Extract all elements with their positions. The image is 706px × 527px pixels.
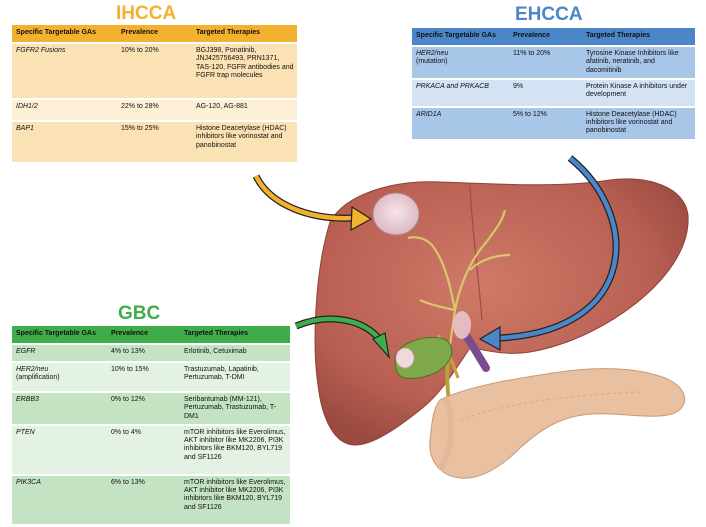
header-prevalence: Prevalence — [111, 330, 148, 337]
table-row: PTEN 0% to 4% mTOR inhibitors like Evero… — [12, 425, 290, 474]
therapy-cell: Histone Deacetylase (HDAC) inhibitors li… — [196, 125, 287, 149]
pancreas-shape — [429, 368, 686, 479]
ehcca-tumor — [453, 311, 471, 339]
prevalence-cell: 10% to 20% — [121, 47, 159, 54]
header-therapies: Targeted Therapies — [184, 330, 249, 337]
gbc-header-row: Specific Targetable GAs Prevalence Targe… — [12, 326, 290, 343]
gene-name: HER2/neu — [16, 366, 49, 373]
gene-cell: HER2/neu (amplification) — [12, 363, 107, 391]
ihcca-arrowhead — [350, 205, 373, 232]
bile-ducts — [407, 209, 511, 361]
ihcca-arrow-fill — [253, 174, 353, 221]
prevalence-cell: 6% to 13% — [111, 478, 145, 486]
prevalence-cell: 10% to 15% — [111, 366, 149, 373]
table-row: EGFR 4% to 13% Erlotinib, Cetuximab — [12, 345, 290, 361]
prevalence-cell: 4% to 13% — [111, 348, 145, 355]
header-gene: Specific Targetable GAs — [16, 330, 97, 337]
gene-cell: ARID1A — [416, 110, 442, 118]
gbc-tumor — [395, 347, 415, 369]
gene-cell: PIK3CA — [16, 478, 41, 486]
gene-note: (amplification) — [16, 374, 60, 382]
gene-cell: HER2/neu (mutation) — [412, 47, 509, 78]
ehcca-header-row: Specific Targetable GAs Prevalence Targe… — [412, 28, 695, 45]
gene-cell: EGFR — [16, 348, 36, 355]
table-row: PRKACA and PRKACB 9% Protein Kinase A in… — [412, 79, 695, 106]
table-row: HER2/neu (mutation) 11% to 20% Tyrosine … — [412, 47, 695, 78]
therapy-cell: BGJ398, Ponatinib, JNJ425756493, PRN1371… — [196, 47, 294, 79]
gbc-arrow-fill — [295, 316, 382, 342]
prevalence-cell: 11% to 20% — [513, 50, 551, 57]
gbc-arrowhead — [372, 332, 390, 359]
header-therapies: Targeted Therapies — [196, 29, 261, 36]
table-row: FGFR2 Fusions 10% to 20% BGJ398, Ponatin… — [12, 44, 297, 98]
gallbladder-shape — [394, 336, 453, 379]
gene-cell: FGFR2 Fusions — [16, 47, 66, 54]
therapy-cell: Histone Deacetylase (HDAC) inhibitors li… — [586, 110, 677, 135]
table-row: IDH1/2 22% to 28% AG-120, AG-881 — [12, 100, 297, 120]
prevalence-cell: 0% to 12% — [111, 396, 145, 403]
ehcca-table: Specific Targetable GAs Prevalence Targe… — [412, 26, 695, 141]
gbc-title: GBC — [118, 303, 161, 324]
therapy-cell: AG-120, AG-881 — [196, 103, 248, 110]
ihcca-table: Specific Targetable GAs Prevalence Targe… — [12, 23, 297, 164]
ehcca-arrow-fill — [499, 156, 619, 341]
therapy-cell: mTOR inhibitors like Everolimus, AKT inh… — [184, 428, 286, 461]
gene-note: (mutation) — [416, 58, 448, 66]
gene-cell: BAP1 — [16, 125, 34, 132]
therapy-cell: mTOR inhibitors like Everolimus, AKT inh… — [184, 478, 286, 511]
duodenum — [437, 396, 454, 472]
ehcca-title: EHCCA — [515, 4, 583, 25]
gene-name: HER2/neu — [416, 50, 449, 57]
prevalence-cell: 5% to 12% — [513, 110, 547, 118]
ehcca-arrowhead — [478, 325, 501, 352]
header-therapies: Targeted Therapies — [586, 32, 651, 39]
prevalence-cell: 0% to 4% — [111, 428, 141, 436]
therapy-cell: Seribantumab (MM-121), Pertuzumab, Trast… — [184, 396, 277, 420]
header-prevalence: Prevalence — [121, 29, 158, 36]
therapy-cell: Tyrosine Kinase Inhibitors like afatinib… — [586, 50, 679, 74]
falciform-ligament — [469, 184, 483, 321]
therapy-cell: Protein Kinase A inhibitors under develo… — [586, 82, 688, 98]
gene-cell: PRKACA and PRKACB — [416, 82, 489, 90]
header-gene: Specific Targetable GAs — [16, 29, 97, 36]
ihcca-title: IHCCA — [116, 3, 177, 24]
gene-cell: IDH1/2 — [16, 103, 38, 110]
portal-vein — [462, 331, 490, 372]
ihcca-header-row: Specific Targetable GAs Prevalence Targe… — [12, 25, 297, 42]
header-gene: Specific Targetable GAs — [416, 32, 497, 39]
gene-cell: PTEN — [16, 428, 35, 436]
prevalence-cell: 22% to 28% — [121, 103, 159, 110]
gene-cell: ERBB3 — [16, 396, 39, 403]
ihcca-tumor — [372, 192, 420, 236]
table-row: PIK3CA 6% to 13% mTOR inhibitors like Ev… — [12, 475, 290, 524]
prevalence-cell: 9% — [513, 82, 524, 90]
table-row: HER2/neu (amplification) 10% to 15% Tras… — [12, 363, 290, 391]
therapy-cell: Trastuzumab, Lapatinib, Pertuzumab, T-DM… — [184, 366, 259, 382]
table-row: ERBB3 0% to 12% Seribantumab (MM-121), P… — [12, 393, 290, 424]
table-row: ARID1A 5% to 12% Histone Deacetylase (HD… — [412, 107, 695, 139]
prevalence-cell: 15% to 25% — [121, 125, 159, 132]
table-row: BAP1 15% to 25% Histone Deacetylase (HDA… — [12, 122, 297, 162]
therapy-cell: Erlotinib, Cetuximab — [184, 348, 247, 355]
header-prevalence: Prevalence — [513, 32, 550, 39]
gbc-table: Specific Targetable GAs Prevalence Targe… — [12, 324, 290, 526]
